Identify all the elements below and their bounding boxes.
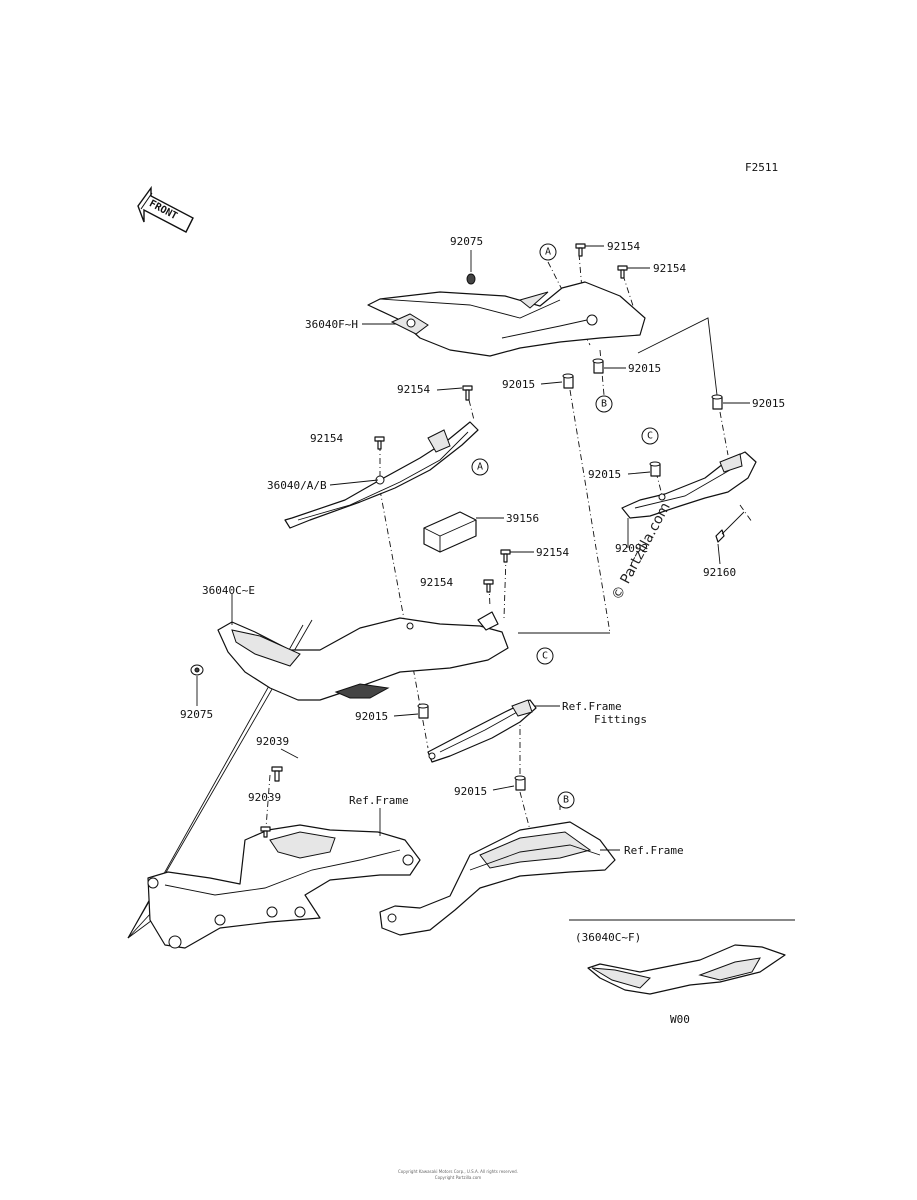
label-39156: 39156 [506, 512, 539, 525]
label-92015-upper2: 92015 [628, 362, 661, 375]
label-92015-low1: 92015 [355, 710, 388, 723]
svg-text:A: A [477, 462, 483, 473]
callout-c-mid: C [536, 647, 554, 665]
label-leaders [196, 245, 750, 851]
label-92154-mid2: 92154 [310, 432, 343, 445]
screw-92154-low1-icon [500, 549, 511, 563]
label-92154-mid1: 92154 [397, 383, 430, 396]
callout-b-bottom: B [557, 791, 575, 809]
svg-text:C: C [647, 431, 653, 442]
label-ref-frame-left: Ref.Frame [349, 794, 409, 807]
svg-text:C: C [542, 651, 548, 662]
pad-39156 [423, 511, 477, 553]
svg-text:A: A [545, 247, 551, 258]
label-92039-1: 92039 [256, 735, 289, 748]
bracket-92092 [621, 451, 757, 519]
screw-92154-mid2-icon [374, 436, 385, 450]
label-ref-frame-right: Ref.Frame [624, 844, 684, 857]
screw-92154-low2-icon [483, 579, 494, 593]
bolt-92039-2-icon [260, 826, 271, 838]
label-ref-frame-fittings-2: Fittings [594, 713, 647, 726]
label-92154-top1: 92154 [607, 240, 640, 253]
collar-92015-c-icon [649, 461, 661, 477]
front-arrow-icon: FRONT [137, 185, 194, 233]
footer-line2: Copyright Partzilla.com [435, 1175, 482, 1180]
screw-92154-top2-icon [617, 265, 628, 279]
callout-c-right: C [641, 427, 659, 445]
pin-92160-icon [715, 511, 745, 543]
side-cover-36040fh [367, 281, 646, 357]
grommet-92075-top-icon [466, 273, 476, 285]
footer-line1: Copyright Kawasaki Motors Corp., U.S.A. … [398, 1169, 518, 1174]
inset-label: (36040C~F) [575, 931, 641, 944]
part-labels: 92075 92154 92154 36040F~H 92015 92015 9… [180, 235, 785, 857]
label-92154-low1: 92154 [536, 546, 569, 559]
label-36040ab: 36040/A/B [267, 479, 327, 492]
label-92154-top2: 92154 [653, 262, 686, 275]
svg-text:B: B [563, 795, 569, 806]
side-cover-36040ce [217, 611, 509, 701]
rear-frame-right [379, 821, 616, 936]
collar-92015-upper1-icon [562, 373, 574, 389]
collar-92015-low1-icon [417, 703, 429, 719]
label-92039-2: 92039 [248, 791, 281, 804]
figure-code: F2511 [745, 161, 778, 174]
inset-caption: W00 [670, 1013, 690, 1026]
frame-fittings-rail [427, 699, 537, 763]
collar-92015-low2-icon [514, 775, 526, 791]
screw-92154-mid1-icon [462, 385, 473, 401]
inset-36040cf: (36040C~F) W00 [569, 919, 795, 1026]
callout-a-top: A [539, 243, 557, 261]
svg-text:B: B [601, 399, 607, 410]
callout-b-top: B [595, 395, 613, 413]
label-92154-low2: 92154 [420, 576, 453, 589]
label-92092: 92092 [615, 542, 648, 555]
bolt-92039-1-icon [271, 766, 283, 782]
stay-bracket-36040ab [284, 421, 479, 529]
collar-92015-right-icon [711, 394, 723, 410]
label-92015-c: 92015 [588, 468, 621, 481]
label-ref-frame-fittings-1: Ref.Frame [562, 700, 622, 713]
screw-92154-top1-icon [575, 243, 586, 257]
label-92015-right: 92015 [752, 397, 785, 410]
grommet-92075-left-icon [190, 664, 204, 676]
callouts: A A B B C C [471, 243, 659, 809]
label-92075-top: 92075 [450, 235, 483, 248]
label-36040ce: 36040C~E [202, 584, 255, 597]
label-92075-left: 92075 [180, 708, 213, 721]
label-92015-low2: 92015 [454, 785, 487, 798]
callout-a-mid: A [471, 458, 489, 476]
rear-frame-left [147, 824, 421, 949]
label-36040fh: 36040F~H [305, 318, 358, 331]
collar-92015-upper2-icon [592, 358, 604, 374]
label-92160: 92160 [703, 566, 736, 579]
label-92015-upper1: 92015 [502, 378, 535, 391]
